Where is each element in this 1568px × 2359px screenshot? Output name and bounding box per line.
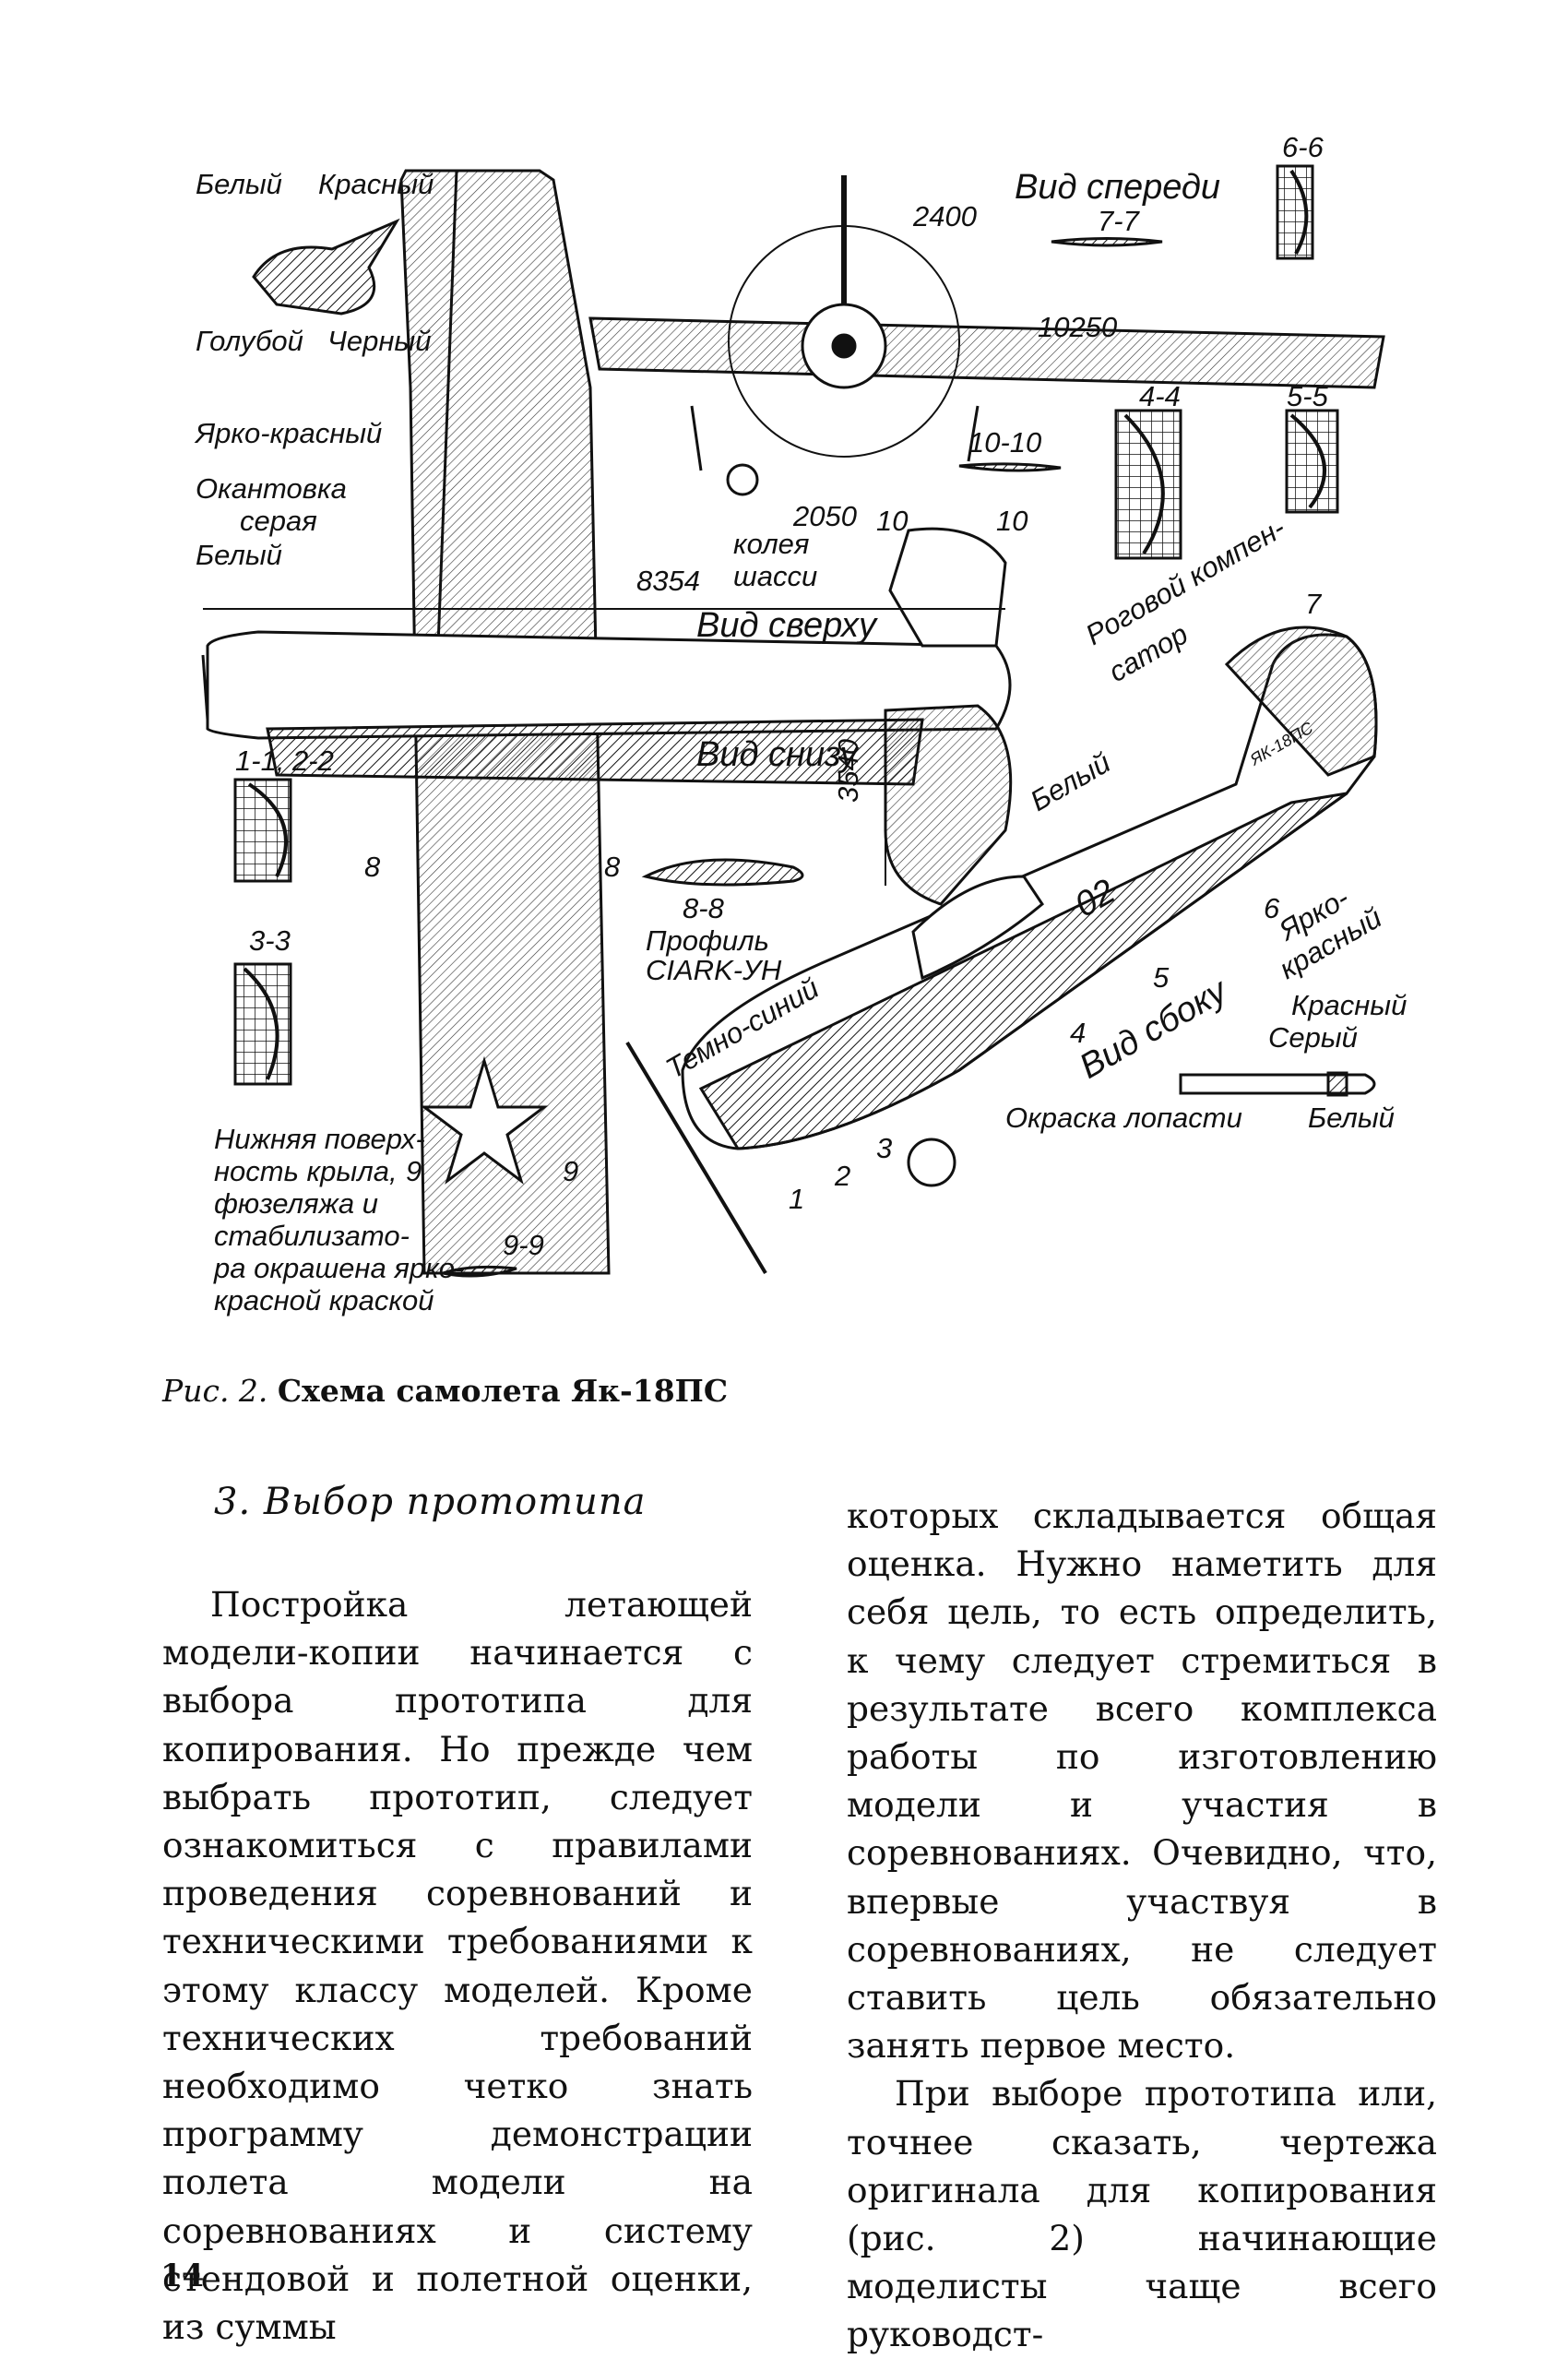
svg-text:Красный: Красный (318, 168, 434, 200)
svg-text:2050: 2050 (792, 500, 857, 532)
side-view (625, 625, 1378, 1275)
svg-text:серая: серая (240, 505, 317, 537)
caption-prefix: Рис. 2. (162, 1373, 268, 1409)
svg-text:Вид сверху: Вид сверху (696, 606, 878, 645)
paragraph: При выборе прототипа или, точнее сказать… (847, 2073, 1437, 2355)
svg-text:9: 9 (563, 1155, 578, 1187)
plan-view (201, 169, 1013, 1278)
svg-text:Голубой: Голубой (196, 325, 303, 357)
left-column: Постройка летающей модели-копии начинает… (162, 1580, 753, 2351)
svg-text:красной краской: красной краской (214, 1284, 434, 1317)
svg-text:ра окрашена ярко-: ра окрашена ярко- (213, 1252, 464, 1284)
svg-text:Серый: Серый (1268, 1021, 1358, 1054)
svg-text:Профиль: Профиль (646, 924, 769, 957)
svg-text:2400: 2400 (912, 200, 977, 232)
svg-text:4: 4 (1070, 1017, 1086, 1049)
svg-text:колея: колея (733, 528, 809, 560)
svg-text:Вид спереди: Вид спереди (1015, 168, 1220, 207)
svg-text:Черный: Черный (327, 325, 431, 357)
aircraft-schematic-figure: Белый Красный Голубой Черный Ярко-красны… (194, 131, 1407, 1317)
svg-text:Роговой компен-: Роговой компен- (1080, 511, 1290, 651)
svg-text:7: 7 (1305, 588, 1323, 620)
svg-text:Красный: Красный (1291, 989, 1407, 1021)
emblem-logo (252, 218, 400, 316)
svg-text:3540: 3540 (832, 739, 864, 803)
svg-text:стабилизато-: стабилизато- (214, 1220, 410, 1252)
svg-text:8354: 8354 (636, 565, 700, 597)
svg-text:9-9: 9-9 (503, 1229, 544, 1261)
svg-text:8: 8 (364, 851, 381, 883)
svg-text:10: 10 (996, 505, 1028, 537)
svg-text:10250: 10250 (1038, 311, 1117, 343)
svg-text:3-3: 3-3 (249, 924, 291, 957)
svg-text:Окантовка: Окантовка (196, 472, 347, 505)
svg-text:Ярко-красный: Ярко-красный (194, 417, 382, 449)
svg-text:Нижняя поверх-: Нижняя поверх- (214, 1123, 425, 1155)
figure-caption: Рис. 2. Схема самолета Як-18ПС (162, 1373, 728, 1409)
svg-text:6-6: 6-6 (1282, 131, 1324, 163)
section-grids (233, 164, 1339, 1086)
svg-text:6: 6 (1264, 892, 1280, 924)
svg-text:9: 9 (406, 1155, 422, 1187)
svg-text:ность крыла,: ность крыла, (214, 1155, 398, 1187)
svg-text:5-5: 5-5 (1287, 380, 1329, 412)
caption-text: Схема самолета Як-18ПС (277, 1373, 729, 1409)
page-number: 14 (160, 2258, 205, 2294)
svg-text:шасси: шасси (733, 560, 817, 592)
paragraph: Постройка летающей модели-копии начинает… (162, 1584, 753, 2348)
svg-text:10: 10 (876, 505, 908, 537)
svg-text:2: 2 (834, 1160, 850, 1192)
svg-text:8: 8 (604, 851, 621, 883)
section-heading: 3. Выбор прототипа (214, 1481, 647, 1523)
svg-text:Белый: Белый (1025, 746, 1116, 817)
svg-text:10-10: 10-10 (968, 426, 1041, 459)
svg-text:CIARK-УН: CIARK-УН (646, 954, 782, 986)
svg-text:Белый: Белый (1308, 1102, 1395, 1134)
svg-text:5: 5 (1153, 961, 1170, 994)
svg-text:Вид снизу: Вид снизу (696, 735, 859, 774)
svg-text:7-7: 7-7 (1098, 205, 1141, 237)
svg-text:8-8: 8-8 (683, 892, 725, 924)
front-view (588, 175, 1385, 496)
paragraph: которых складывается общая оценка. Нужно… (847, 1495, 1437, 2067)
right-column: которых складывается общая оценка. Нужно… (847, 1492, 1437, 2359)
svg-text:Белый: Белый (196, 539, 282, 571)
svg-text:фюзеляжа и: фюзеляжа и (214, 1187, 378, 1220)
svg-text:1-1, 2-2: 1-1, 2-2 (235, 745, 334, 777)
svg-text:Белый: Белый (196, 168, 282, 200)
svg-text:Окраска лопасти: Окраска лопасти (1005, 1102, 1242, 1134)
svg-text:3: 3 (876, 1132, 892, 1164)
svg-text:1: 1 (789, 1183, 804, 1215)
svg-text:4-4: 4-4 (1139, 380, 1181, 412)
